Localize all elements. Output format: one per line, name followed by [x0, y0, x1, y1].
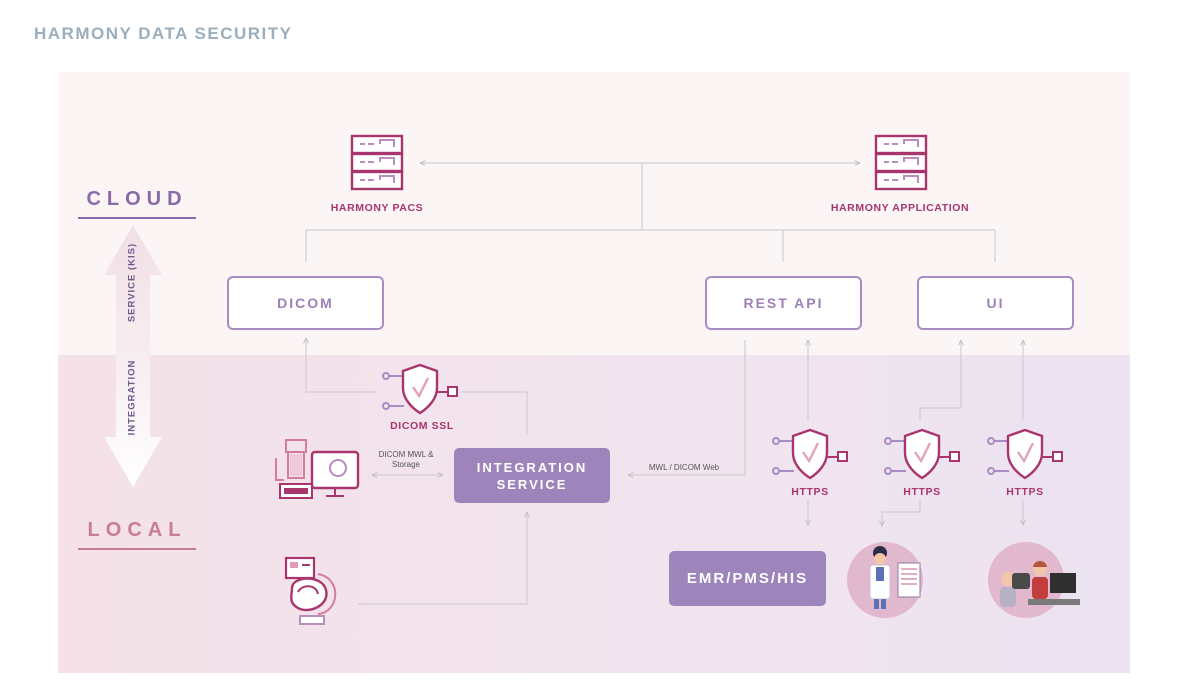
- dicom-mwl-annotation: DICOM MWL & Storage: [366, 450, 446, 470]
- dicom-mwl-line-1: DICOM MWL &: [378, 450, 434, 459]
- page-title: HARMONY DATA SECURITY: [34, 24, 293, 43]
- mwl-web-annotation: MWL / DICOM Web: [648, 463, 720, 472]
- pacs-server-icon: [350, 134, 404, 191]
- double-arrow-icon: [104, 225, 162, 487]
- https-shield-icon-1: [772, 428, 848, 480]
- application-server-icon: [874, 134, 928, 191]
- ui-box: UI: [917, 276, 1074, 330]
- https-label-3: HTTPS: [1006, 486, 1044, 498]
- cloud-zone-label: CLOUD: [78, 188, 196, 219]
- dicom-ssl-shield-icon: [382, 363, 458, 415]
- emr-box: EMR/PMS/HIS: [669, 551, 826, 606]
- application-label: HARMONY APPLICATION: [830, 202, 970, 214]
- integration-line-1: INTEGRATION: [476, 459, 588, 475]
- doctor-illustration-icon: [847, 542, 923, 618]
- integration-line-2: SERVICE: [496, 476, 568, 492]
- rest-api-box: REST API: [705, 276, 862, 330]
- imaging-modality-icon: [275, 439, 360, 499]
- ultrasound-device-icon: [284, 556, 337, 625]
- pacs-label: HARMONY PACS: [330, 202, 424, 214]
- dicom-ssl-label: DICOM SSL: [390, 420, 454, 432]
- https-shield-icon-2: [884, 428, 960, 480]
- integration-service-box: INTEGRATION SERVICE: [454, 448, 610, 503]
- dicom-mwl-line-2: Storage: [391, 460, 421, 469]
- technician-illustration-icon: [988, 542, 1080, 618]
- https-label-2: HTTPS: [903, 486, 941, 498]
- dicom-box: DICOM: [227, 276, 384, 330]
- arrow-text-top: SERVICE (KIS): [126, 242, 138, 323]
- https-label-1: HTTPS: [791, 486, 829, 498]
- local-zone-label: LOCAL: [78, 519, 196, 550]
- https-shield-icon-3: [987, 428, 1063, 480]
- arrow-text-bottom: INTEGRATION: [126, 359, 138, 436]
